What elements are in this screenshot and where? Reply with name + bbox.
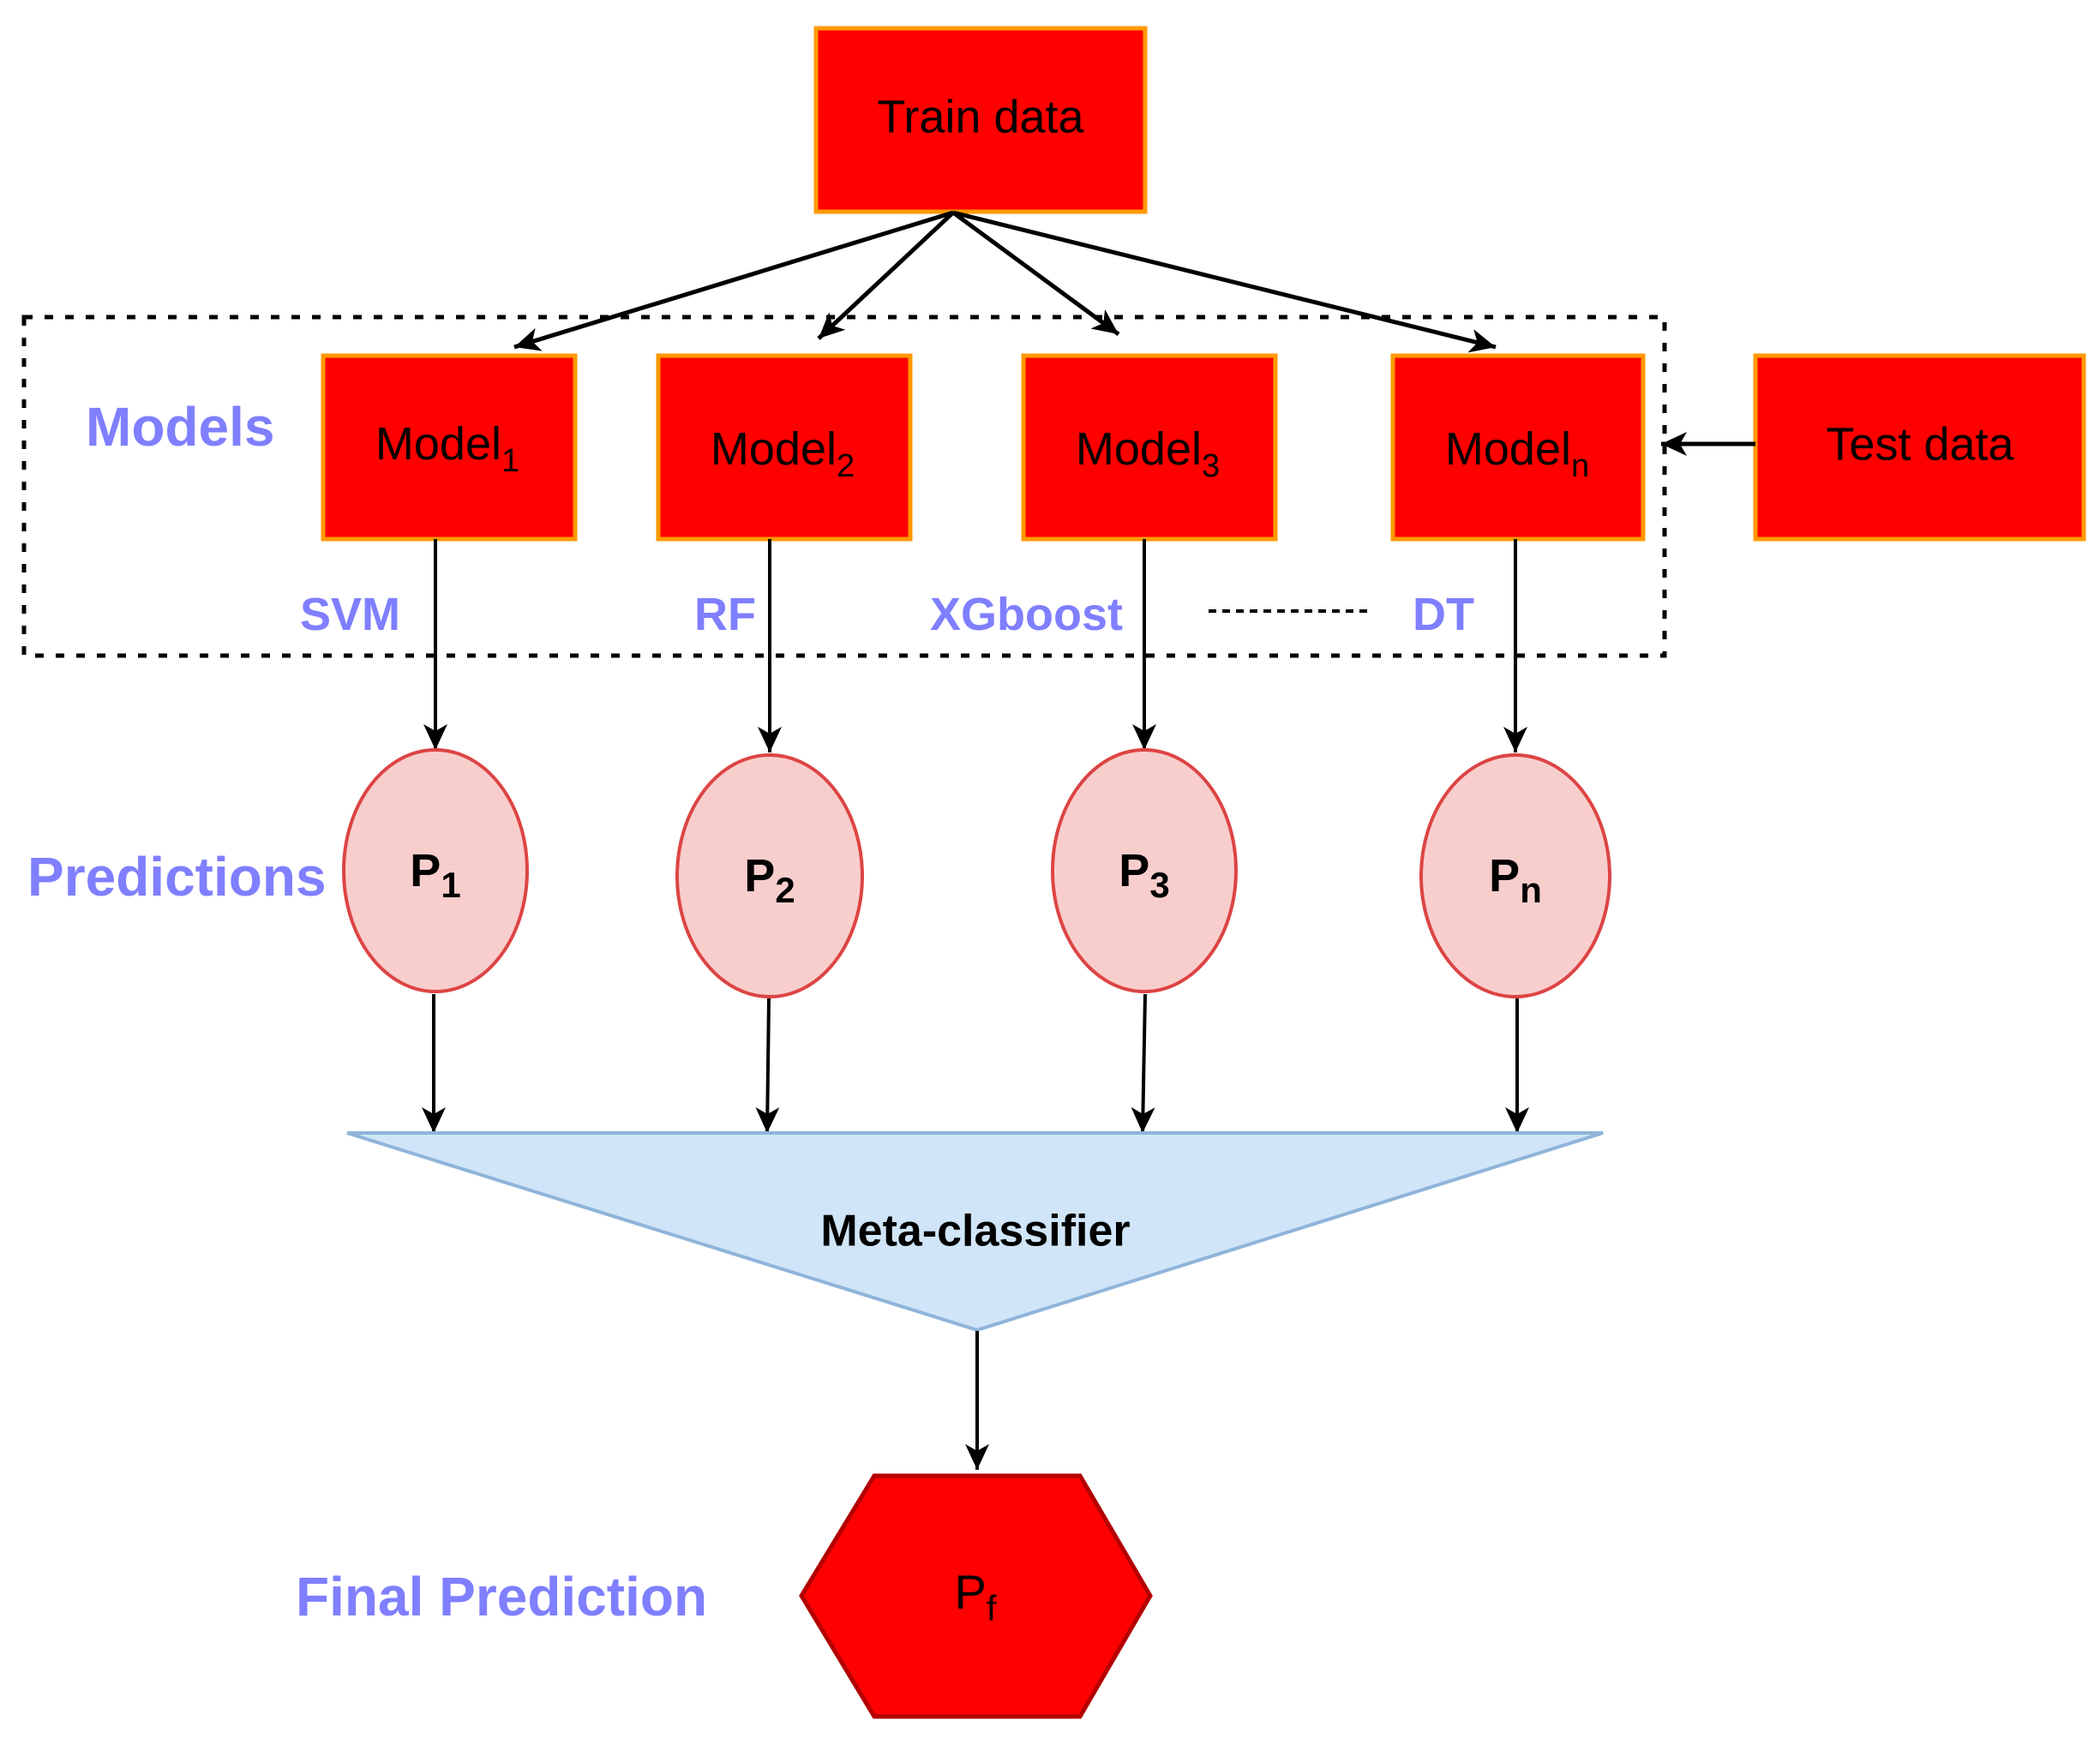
arrow-p2-meta: [755, 998, 780, 1134]
final-prediction-section-label: Final Prediction: [296, 1566, 707, 1627]
test-data-label: Test data: [1826, 418, 2014, 470]
arrow-train-model-2: [817, 211, 955, 340]
meta-classifier-triangle: [346, 1131, 1604, 1333]
prediction-node-n: Pn: [1419, 753, 1611, 998]
prediction-3-label: P: [1119, 845, 1149, 896]
algo-label-rf: RF: [694, 589, 756, 640]
model-box-2: Model2: [656, 353, 913, 542]
model-3-label: Model: [1076, 423, 1202, 475]
svg-text:Modeln: Modeln: [1445, 423, 1589, 484]
models-section-label: Models: [86, 396, 274, 458]
arrow-train-model-1: [513, 210, 954, 351]
svg-text:Model1: Model1: [375, 418, 519, 479]
prediction-2-label: P: [744, 850, 775, 902]
prediction-n-subscript: n: [1520, 870, 1542, 910]
algo-label-svm: SVM: [300, 589, 400, 640]
final-prediction-node: Pf: [799, 1473, 1153, 1719]
test-data-box: [1753, 353, 2086, 542]
algo-label-dt: DT: [1413, 589, 1474, 640]
train-data-label: Train data: [877, 91, 1084, 142]
prediction-node-3: P3: [1051, 748, 1238, 993]
models-container: [21, 315, 1667, 658]
svg-text:Model3: Model3: [1076, 423, 1220, 484]
predictions-section-label: Predictions: [27, 846, 327, 908]
svg-text:Model2: Model2: [711, 423, 855, 484]
svg-text:P1: P1: [410, 845, 460, 905]
meta-classifier-label: Meta-classifier: [820, 1207, 1130, 1256]
model-2-subscript: 2: [837, 448, 855, 484]
arrow-train-model-3: [951, 210, 1120, 337]
arrow-p3-meta: [1131, 993, 1155, 1134]
model-1-label: Model: [375, 418, 501, 470]
model-2-label: Model: [711, 423, 837, 475]
model-box-3: Model3: [1021, 353, 1278, 542]
prediction-node-1: P1: [342, 748, 529, 993]
arrow-train-model-n: [952, 210, 1497, 353]
model-1-subscript: 1: [501, 443, 519, 479]
prediction-1-label: P: [410, 845, 441, 896]
train-to-model-arrows: [513, 210, 1497, 353]
svg-text:P2: P2: [744, 850, 795, 910]
svg-text:P3: P3: [1119, 845, 1169, 905]
prediction-node-2: P2: [675, 753, 864, 998]
algo-label-xgboost: XGboost: [930, 589, 1123, 640]
prediction-n-label: P: [1489, 850, 1520, 902]
final-prediction-subscript: f: [987, 1588, 997, 1628]
prediction-2-subscript: 2: [775, 870, 795, 910]
model-to-prediction-arrows: [423, 539, 1527, 752]
prediction-1-subscript: 1: [441, 865, 460, 905]
model-n-subscript: n: [1571, 448, 1589, 484]
final-prediction-label: P: [954, 1565, 986, 1619]
prediction-3-subscript: 3: [1149, 865, 1169, 905]
train-data-box: [813, 26, 1148, 214]
model-box-n: Modeln: [1390, 353, 1646, 542]
prediction-to-meta-arrows: [422, 993, 1529, 1134]
svg-text:Pf: Pf: [954, 1565, 996, 1628]
model-box-1: Model1: [321, 353, 578, 542]
model-3-subscript: 3: [1202, 448, 1220, 484]
svg-text:Pn: Pn: [1489, 850, 1542, 910]
model-n-label: Model: [1445, 423, 1571, 475]
